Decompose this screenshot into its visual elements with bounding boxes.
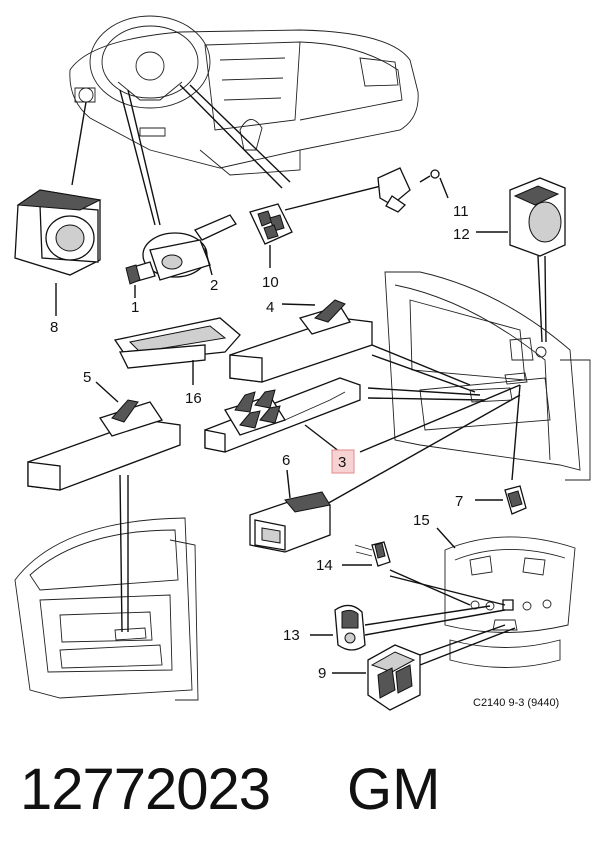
callout-12: 12 (453, 226, 470, 243)
callout-15: 15 (413, 512, 430, 529)
dashboard-leaders (71, 84, 291, 226)
mirror-switch-part (249, 203, 293, 268)
sunroof-switch-part (310, 604, 506, 651)
callout-6: 6 (282, 452, 290, 469)
callout-4: 4 (266, 299, 274, 316)
rocker-switch-part (342, 541, 506, 606)
dashboard-drawing (69, 15, 419, 176)
cruise-stalk-part (284, 167, 449, 213)
roof-console-drawing (436, 527, 576, 668)
callout-5: 5 (83, 369, 91, 386)
callout-10: 10 (262, 274, 279, 291)
main-switch-pack-part (204, 377, 361, 453)
seat-switch-part (476, 177, 566, 343)
console-switch-part (332, 624, 516, 711)
window-switch-4-part (229, 299, 373, 383)
callout-11: 11 (453, 203, 469, 220)
callout-8: 8 (50, 319, 58, 336)
callout-3: 3 (338, 454, 346, 471)
callout-14: 14 (316, 557, 333, 574)
callout-9: 9 (318, 665, 326, 682)
callout-16: 16 (185, 390, 202, 407)
window-switch-16-part (113, 317, 241, 385)
switch-module-part (249, 469, 331, 553)
diagram-reference: C2140 9-3 (9440) (473, 697, 559, 709)
door-leaders (324, 344, 521, 506)
callout-13: 13 (283, 627, 300, 644)
headlight-switch-part (14, 189, 102, 316)
trunk-button-part (475, 485, 527, 515)
callout-2: 2 (210, 277, 218, 294)
callout-1: 1 (131, 299, 139, 316)
part-number: 12772023 (20, 757, 271, 822)
window-switch-5-part (27, 381, 181, 491)
callout-3-highlight (331, 449, 355, 474)
manufacturer-label: GM (347, 757, 441, 822)
callout-7: 7 (455, 493, 463, 510)
rear-door-drawing (14, 517, 199, 701)
rear-door-leader-a (119, 474, 123, 633)
front-door-drawing (384, 271, 591, 481)
stalk-switch-part (125, 214, 237, 298)
